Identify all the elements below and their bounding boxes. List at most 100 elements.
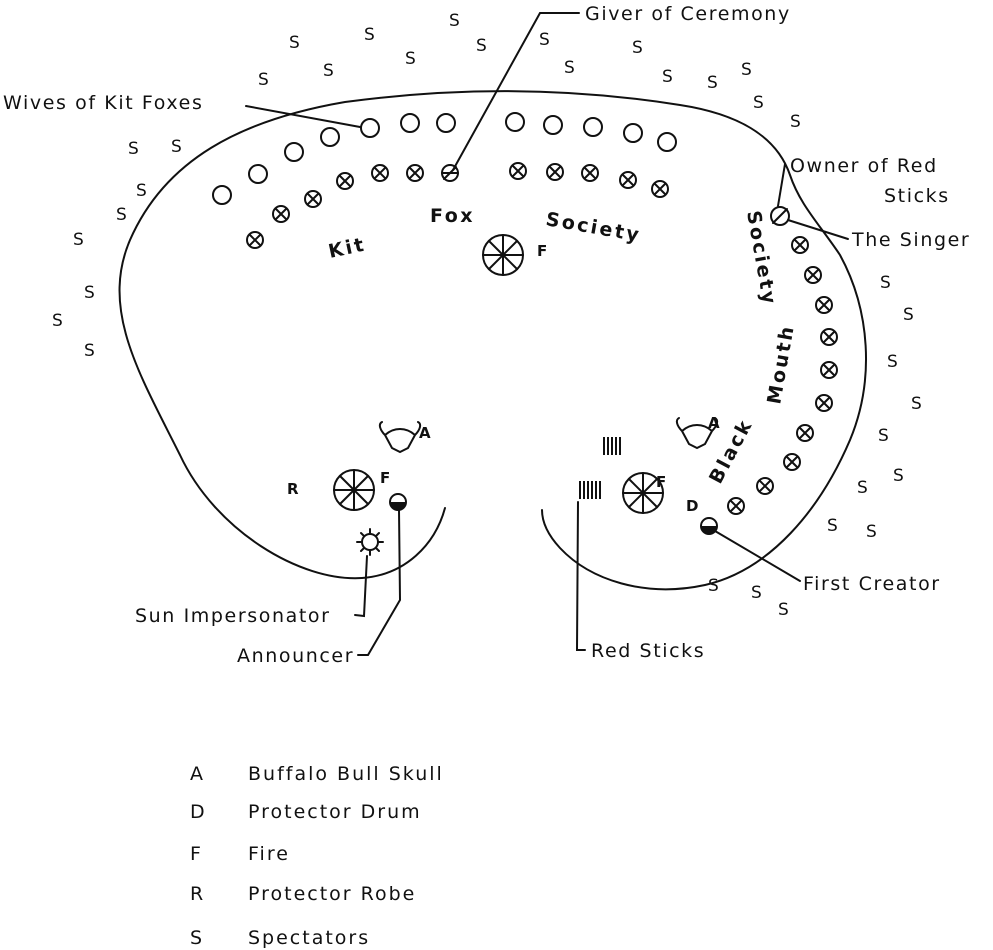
spectator-mark: S bbox=[857, 478, 868, 498]
robe-mark-letter: R bbox=[287, 480, 299, 498]
spectator-mark: S bbox=[866, 522, 877, 542]
spectator-mark: S bbox=[539, 30, 550, 50]
black-mouth-member-marker bbox=[815, 296, 833, 314]
spectator-mark: S bbox=[880, 273, 891, 293]
black-mouth-member-marker bbox=[756, 477, 774, 495]
legend-desc: Protector Drum bbox=[248, 801, 422, 823]
kit-fox-member-marker bbox=[406, 164, 424, 182]
spectator-mark: S bbox=[903, 305, 914, 325]
society-name-society: Society bbox=[544, 208, 643, 246]
skull-mark-letter: A bbox=[419, 424, 431, 442]
black-mouth-member-marker bbox=[804, 266, 822, 284]
legend-key: R bbox=[190, 883, 205, 905]
sun-impersonator-label: Sun Impersonator bbox=[135, 605, 331, 627]
kit-fox-member-marker bbox=[546, 163, 564, 181]
owner-of-red-sticks-marker bbox=[770, 206, 790, 226]
black-mouth-member-marker bbox=[796, 424, 814, 442]
kit-fox-member-marker bbox=[581, 164, 599, 182]
spectator-mark: S bbox=[84, 341, 95, 361]
kit-fox-member-marker bbox=[336, 172, 354, 190]
owner-of-red-sticks-label-line1: Owner of Red bbox=[790, 155, 938, 177]
sun-leader-line bbox=[354, 555, 368, 618]
spectator-mark: S bbox=[449, 11, 460, 31]
black-mouth-member-marker bbox=[791, 236, 809, 254]
spectator-mark: S bbox=[707, 73, 718, 93]
kit-fox-member-marker bbox=[272, 205, 290, 223]
spectator-mark: S bbox=[741, 60, 752, 80]
black-mouth-member-marker bbox=[820, 328, 838, 346]
kit-fox-member-marker bbox=[509, 162, 527, 180]
announcer-leader-line bbox=[357, 509, 402, 656]
singer-leader-line bbox=[787, 219, 849, 240]
wife-marker bbox=[505, 112, 525, 132]
spectator-mark: S bbox=[128, 139, 139, 159]
society-name-fox: Fox bbox=[430, 205, 475, 227]
legend-desc: Spectators bbox=[248, 927, 370, 949]
wife-marker bbox=[623, 123, 643, 143]
giver-of-ceremony-label: Giver of Ceremony bbox=[585, 3, 791, 25]
fire-mark-letter: F bbox=[380, 469, 390, 487]
kit-fox-members-row bbox=[246, 162, 669, 249]
announcer-marker bbox=[389, 493, 407, 511]
red-sticks-label: Red Sticks bbox=[591, 640, 705, 662]
wives-of-kit-foxes-label: Wives of Kit Foxes bbox=[3, 92, 203, 114]
legend-desc: Buffalo Bull Skull bbox=[248, 763, 444, 785]
giver-marker bbox=[441, 164, 459, 182]
society-name-kit: Kit bbox=[326, 234, 368, 263]
owner-of-red-sticks-label-line2: Sticks bbox=[884, 185, 950, 207]
black-mouth-member-marker bbox=[783, 453, 801, 471]
legend-key: S bbox=[190, 927, 204, 949]
spectator-mark: S bbox=[258, 70, 269, 90]
owner-leader-line bbox=[777, 163, 786, 207]
spectator-mark: S bbox=[476, 36, 487, 56]
spectator-mark: S bbox=[323, 61, 334, 81]
spectator-mark: S bbox=[753, 93, 764, 113]
black-mouth-member-marker bbox=[727, 497, 745, 515]
announcer-label: Announcer bbox=[237, 645, 354, 667]
spectator-mark: S bbox=[52, 311, 63, 331]
wife-marker bbox=[400, 113, 420, 133]
fire-mark-letter: F bbox=[656, 473, 666, 491]
wife-marker bbox=[248, 164, 268, 184]
wife-marker bbox=[583, 117, 603, 137]
spectator-mark: S bbox=[405, 49, 416, 69]
the-singer-label: The Singer bbox=[851, 229, 970, 251]
spectator-mark: S bbox=[564, 58, 575, 78]
wife-marker bbox=[284, 142, 304, 162]
kit-fox-member-marker bbox=[651, 180, 669, 198]
wife-marker bbox=[436, 113, 456, 133]
spectator-mark: S bbox=[708, 576, 719, 596]
wife-marker bbox=[657, 132, 677, 152]
black-mouth-members-row bbox=[727, 236, 838, 515]
legend-desc: Protector Robe bbox=[248, 883, 416, 905]
legend-key: D bbox=[190, 801, 207, 823]
spectator-mark: S bbox=[662, 67, 673, 87]
spectator-mark: S bbox=[893, 466, 904, 486]
black-mouth-member-marker bbox=[820, 361, 838, 379]
spectator-mark: S bbox=[790, 112, 801, 132]
red-sticks-icon bbox=[579, 481, 601, 499]
spectator-mark: S bbox=[116, 205, 127, 225]
spectator-mark: S bbox=[878, 426, 889, 446]
spectator-mark: S bbox=[171, 137, 182, 157]
drum-mark-letter: D bbox=[686, 497, 698, 515]
spectator-mark: S bbox=[364, 25, 375, 45]
enclosure-outline-left bbox=[118, 90, 867, 591]
kit-fox-member-marker bbox=[246, 231, 264, 249]
wife-marker bbox=[543, 115, 563, 135]
legend-key: F bbox=[190, 843, 203, 865]
red-sticks-leader-line bbox=[575, 501, 586, 651]
wife-marker bbox=[212, 185, 232, 205]
spectator-mark: S bbox=[136, 181, 147, 201]
kit-fox-member-marker bbox=[619, 171, 637, 189]
wives-row bbox=[212, 112, 677, 205]
buffalo-skull-icon bbox=[378, 421, 422, 454]
sun-impersonator-icon bbox=[356, 528, 384, 556]
first-creator-marker bbox=[700, 517, 718, 535]
fire-icon bbox=[622, 472, 664, 514]
red-sticks-icon bbox=[603, 437, 621, 455]
giver-leader-line bbox=[452, 12, 580, 171]
spectator-mark: S bbox=[778, 600, 789, 620]
